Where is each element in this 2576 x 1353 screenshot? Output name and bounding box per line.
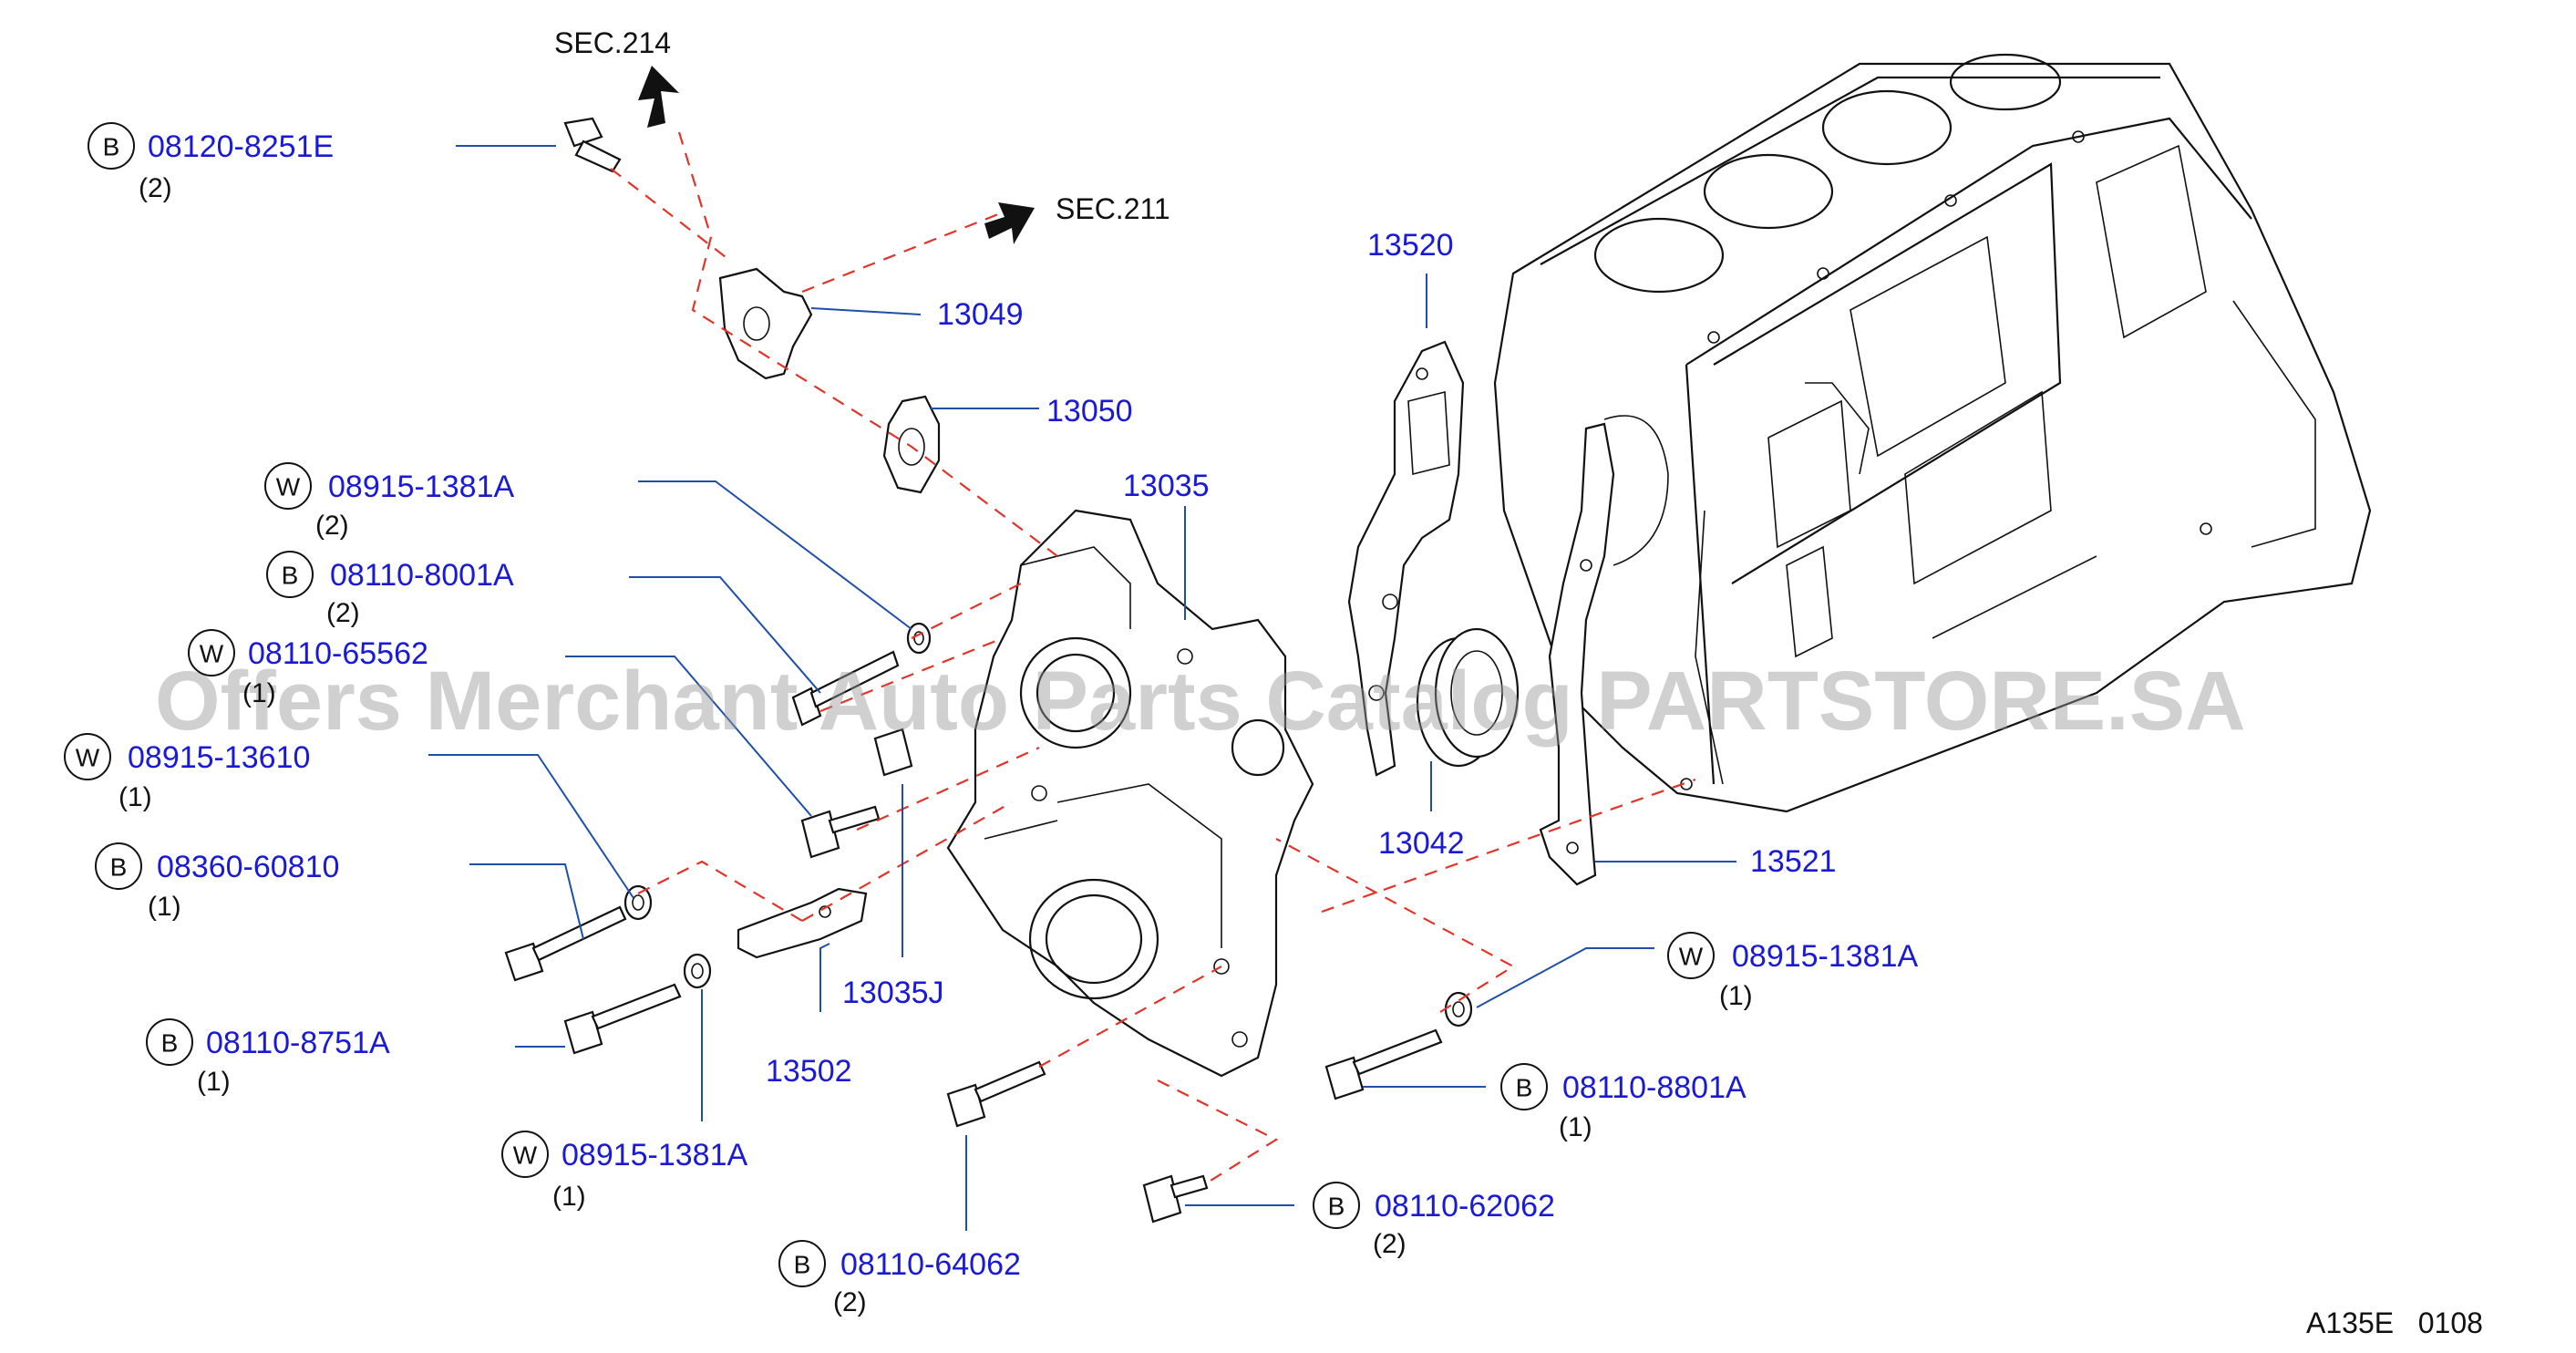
sec211-label[interactable]: SEC.211 <box>1056 192 1170 225</box>
part-label-13049[interactable]: 13049 <box>937 297 1024 332</box>
fastener-qty: (1) <box>242 678 276 708</box>
bolt-08110-8001A-drawing <box>791 650 900 727</box>
fastener-callout[interactable]: B 08110-62062 (2) <box>1313 1182 1555 1259</box>
fastener-code[interactable]: 08915-1381A <box>328 470 515 504</box>
type-badge-icon <box>146 1018 193 1066</box>
fastener-qty: (2) <box>833 1287 867 1317</box>
type-badge-letter: W <box>276 473 301 501</box>
type-badge-letter: W <box>513 1141 538 1170</box>
fastener-code[interactable]: 08110-8001A <box>330 558 514 593</box>
type-badge-letter: W <box>76 744 100 772</box>
bracket-13502-drawing <box>737 887 868 959</box>
fastener-qty: (2) <box>326 598 360 628</box>
gasket-13521-drawing <box>1539 422 1615 886</box>
fastener-code[interactable]: 08110-65562 <box>248 636 428 671</box>
part-label-13520[interactable]: 13520 <box>1367 228 1454 263</box>
part-label-13521[interactable]: 13521 <box>1750 844 1837 879</box>
type-badge-letter: B <box>1516 1074 1533 1102</box>
fastener-code[interactable]: 08110-8801A <box>1562 1070 1747 1105</box>
type-badge-letter: B <box>110 853 128 882</box>
bolt-08110-64062-drawing <box>946 1060 1046 1128</box>
bolt-08110-8751A-drawing <box>563 983 682 1055</box>
fastener-qty: (2) <box>139 173 172 203</box>
oil-seal-13042-drawing <box>1416 627 1520 768</box>
part-label-13042[interactable]: 13042 <box>1378 826 1465 861</box>
fastener-code[interactable]: 08110-64062 <box>840 1247 1021 1282</box>
front-cover-13035-drawing <box>946 509 1314 1078</box>
fastener-code[interactable]: 08915-1381A <box>562 1138 748 1172</box>
bolt-08120-8251E-drawing <box>563 117 622 173</box>
engine-block-drawing <box>1493 53 2372 813</box>
fastener-code[interactable]: 08360-60810 <box>157 850 339 884</box>
bolt-08360-60810-drawing <box>504 905 627 982</box>
type-badge-letter: B <box>161 1029 179 1058</box>
bolt-08110-62062-drawing <box>1142 1174 1209 1224</box>
fastener-callout[interactable]: B 08110-8801A (1) <box>1500 1063 1747 1142</box>
fastener-callout[interactable]: B 08120-8251E (2) <box>88 122 334 203</box>
type-badge-icon <box>778 1240 826 1287</box>
watermark: Offers Merchant Auto Parts Catalog PARTS… <box>155 655 2246 748</box>
type-badge-letter: B <box>1328 1193 1345 1221</box>
gasket-13050-drawing <box>882 395 941 494</box>
type-badge-letter: B <box>103 133 120 161</box>
type-badge-letter: B <box>282 562 299 590</box>
washer-top-drawing <box>906 622 932 655</box>
fastener-callout[interactable]: W 08110-65562 (1) <box>188 629 428 708</box>
fastener-code[interactable]: 08915-13610 <box>128 740 310 775</box>
type-badge-icon <box>88 122 135 170</box>
type-badge-icon <box>501 1131 549 1178</box>
type-badge-letter: B <box>794 1251 811 1279</box>
bolt-08110-65562-drawing <box>800 805 881 859</box>
outlet-13049-drawing <box>718 267 813 380</box>
pin-13035J-drawing <box>873 728 913 777</box>
sec211-arrow-icon <box>984 202 1035 244</box>
fastener-code[interactable]: 08110-8751A <box>206 1026 390 1060</box>
leader-lines <box>428 145 1736 1231</box>
fastener-callout[interactable]: W 08915-1381A (2) <box>264 462 515 541</box>
type-badge-icon <box>188 629 235 676</box>
assembly-lines <box>610 131 1696 1186</box>
gasket-13520-drawing <box>1347 340 1465 777</box>
bolt-08110-8801A-drawing <box>1324 1028 1443 1100</box>
part-label-13502[interactable]: 13502 <box>766 1054 852 1089</box>
part-label-13035[interactable]: 13035 <box>1123 469 1210 503</box>
part-label-13050[interactable]: 13050 <box>1046 394 1133 429</box>
type-badge-letter: W <box>200 640 224 668</box>
fastener-qty: (2) <box>315 511 349 541</box>
fastener-qty: (1) <box>1559 1112 1592 1142</box>
type-badge-letter: W <box>1679 943 1704 971</box>
fastener-callout[interactable]: W 08915-13610 (1) <box>64 733 310 812</box>
type-badge-icon <box>264 462 312 510</box>
fastener-callout[interactable]: B 08110-64062 (2) <box>778 1240 1021 1317</box>
part-label-13035J[interactable]: 13035J <box>842 976 944 1010</box>
fastener-qty: (1) <box>552 1182 586 1212</box>
diagram-reference: A135E 0108 <box>2306 1307 2483 1339</box>
fastener-callout[interactable]: W 08915-1381A (1) <box>1667 932 1919 1011</box>
fastener-callout[interactable]: B 08110-8751A (1) <box>146 1018 390 1097</box>
washer-08915-1381A-left-drawing <box>683 953 712 989</box>
fastener-callout[interactable]: W 08915-1381A (1) <box>501 1131 748 1212</box>
fastener-code[interactable]: 08110-62062 <box>1375 1189 1555 1224</box>
fastener-callout[interactable]: B 08360-60810 (1) <box>95 842 339 922</box>
type-badge-icon <box>1667 932 1715 979</box>
fastener-callout[interactable]: B 08110-8001A (2) <box>266 551 514 628</box>
sec214-arrow-icon <box>638 66 679 128</box>
type-badge-icon <box>64 733 111 780</box>
fastener-code[interactable]: 08120-8251E <box>148 129 334 164</box>
fastener-qty: (2) <box>1373 1229 1406 1259</box>
type-badge-icon <box>95 842 142 890</box>
sec214-label[interactable]: SEC.214 <box>554 26 671 59</box>
fastener-qty: (1) <box>148 892 181 922</box>
type-badge-icon <box>1313 1182 1360 1229</box>
type-badge-icon <box>266 551 314 598</box>
fastener-qty: (1) <box>197 1067 231 1097</box>
washer-08915-1381A-right-drawing <box>1444 991 1473 1028</box>
fastener-code[interactable]: 08915-1381A <box>1732 939 1919 974</box>
fastener-qty: (1) <box>118 782 152 812</box>
type-badge-icon <box>1500 1063 1548 1110</box>
fastener-qty: (1) <box>1719 981 1753 1011</box>
